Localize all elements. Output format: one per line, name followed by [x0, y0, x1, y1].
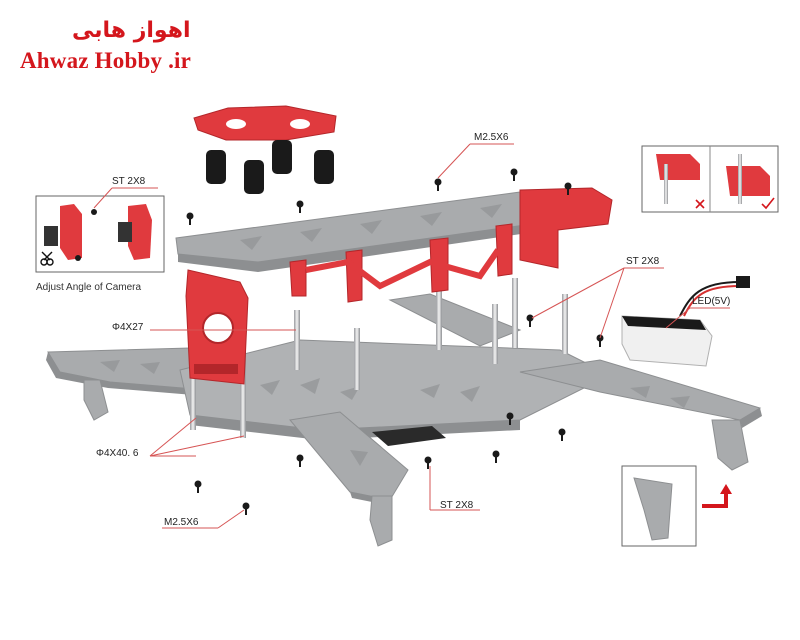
watermark-english: Ahwaz Hobby .ir	[20, 48, 192, 73]
screws	[186, 168, 604, 515]
top-frame-plate	[175, 187, 613, 303]
label-phi4x27: Φ4X27	[112, 322, 144, 333]
bottom-frame-plate	[46, 293, 762, 547]
label-st2x8-bottom: ST 2X8	[440, 500, 474, 511]
leader-lines	[93, 143, 730, 529]
camera-mount-red	[185, 269, 249, 385]
top-cap-plate-red	[193, 105, 337, 141]
leg-inset	[621, 465, 697, 547]
standoffs	[190, 278, 568, 438]
mount-orientation-inset	[641, 145, 779, 213]
scissors-icon	[40, 251, 54, 266]
label-st2x8-left: ST 2X8	[112, 176, 146, 187]
camera-angle-inset	[35, 195, 165, 273]
label-phi4x40-6: Φ4X40. 6	[96, 448, 139, 459]
bottom-black-plate	[372, 426, 446, 446]
check-mark-icon	[761, 197, 775, 210]
led-module	[621, 276, 750, 367]
label-adjust-camera: Adjust Angle of Camera	[36, 282, 142, 293]
label-st2x8-right: ST 2X8	[626, 256, 660, 267]
label-m25x6-bottom: M2.5X6	[164, 517, 199, 528]
label-led: LED(5V)	[692, 296, 731, 307]
rubber-dampers	[206, 140, 334, 194]
red-arrow-icon	[702, 484, 732, 508]
watermark-persian: اهواز هابی	[72, 18, 191, 43]
label-m25x6-top: M2.5X6	[474, 132, 509, 143]
cross-mark-icon	[695, 199, 705, 209]
